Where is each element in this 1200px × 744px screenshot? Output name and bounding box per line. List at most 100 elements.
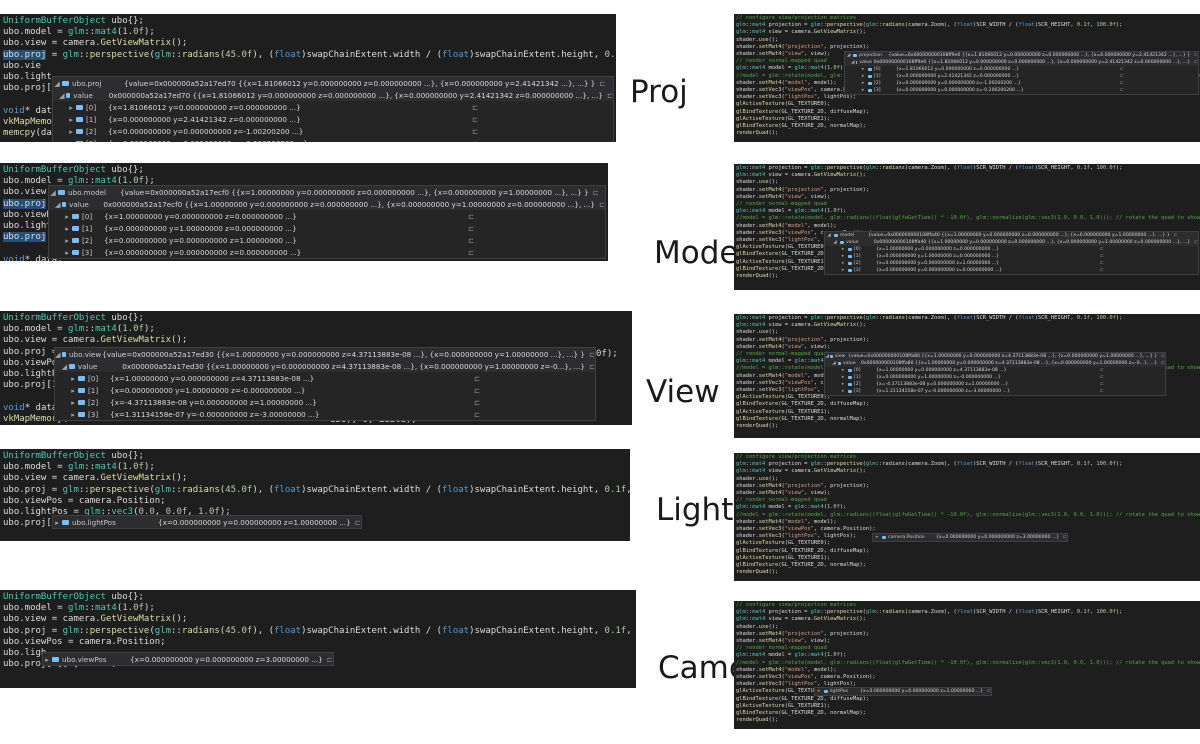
datatip-row[interactable]: ▸[3]{x=0.000000000 y=0.000000000 z=0.000…	[825, 267, 1198, 274]
debug-datatip[interactable]: ◢ubo.proj{value=0x000000a52a17ed70 {{x=1…	[52, 76, 614, 142]
datatip-row[interactable]: ▸[2]{x=0.000000000 y=0.000000000 z=1.000…	[49, 234, 605, 246]
debug-datatip[interactable]: ◢projection{value=0x000000000108ff9e0 {{…	[844, 51, 1199, 95]
pin-icon[interactable]: ⊏	[326, 654, 333, 664]
expand-arrow-icon[interactable]: ▸	[67, 139, 75, 143]
debug-datatip[interactable]: ◢ubo.model{value=0x000000a52a17ecf0 {{x=…	[48, 185, 606, 259]
pin-icon[interactable]: ⊏	[588, 361, 595, 371]
code-editor[interactable]: UniformBufferObject ubo{};ubo.model = gl…	[0, 311, 632, 425]
datatip-row[interactable]: ◢view{value=0x000000000108ffa80 {{x=1.00…	[825, 353, 1165, 360]
code-editor[interactable]: UniformBufferObject ubo{};ubo.model = gl…	[0, 449, 630, 531]
expand-arrow-icon[interactable]: ▸	[65, 223, 69, 233]
datatip-row[interactable]: ▸ubo.viewPos{x=0.000000000 y=0.000000000…	[43, 653, 333, 665]
expand-arrow-icon[interactable]: ▸	[841, 268, 845, 273]
datatip-row[interactable]: ▸[0]{x=1.00000000 y=0.000000000 z=0.0000…	[49, 210, 605, 222]
collapse-arrow-icon[interactable]: ◢	[55, 349, 61, 359]
expand-arrow-icon[interactable]: ▸	[841, 389, 845, 394]
datatip-row[interactable]: ▸[2]{x=-4.37113883e-08 y=0.000000000 z=1…	[55, 396, 595, 408]
expand-arrow-icon[interactable]: ▸	[841, 247, 845, 252]
pin-icon[interactable]: ⊏	[468, 211, 475, 221]
pin-icon[interactable]: ⊏	[598, 199, 605, 209]
pin-icon[interactable]: ⊏	[1100, 389, 1104, 394]
pin-icon[interactable]: ⊏	[1100, 375, 1104, 380]
pin-icon[interactable]: ⊏	[468, 235, 475, 245]
expand-arrow-icon[interactable]: ▸	[71, 385, 75, 395]
datatip-row[interactable]: ▸[1]{x=0.000000000 y=2.41421342 z=0.0000…	[53, 113, 613, 125]
datatip-row[interactable]: ▸[1]{x=0.000000000 y=1.00000000 z=0.0000…	[49, 222, 605, 234]
debug-datatip[interactable]: ▸lightPos{x=0.000000000 y=0.000000000 z=…	[814, 687, 993, 696]
expand-arrow-icon[interactable]: ▸	[861, 67, 865, 72]
collapse-arrow-icon[interactable]: ◢	[833, 240, 837, 245]
collapse-arrow-icon[interactable]: ◢	[851, 60, 855, 65]
pin-icon[interactable]: ⊏	[987, 689, 992, 694]
pin-icon[interactable]: ⊏	[1120, 88, 1124, 93]
expand-arrow-icon[interactable]: ▸	[71, 397, 75, 407]
datatip-row[interactable]: ▸[2]{x=0.000000000 y=0.000000000 z=-1.00…	[53, 125, 613, 137]
pin-icon[interactable]: ⊏	[1194, 240, 1198, 245]
debug-datatip[interactable]: ◢model{value=0x000000000108ffa40 {{x=1.0…	[824, 231, 1199, 275]
datatip-row[interactable]: ◢ubo.proj{value=0x000000a52a17ed70 {{x=1…	[53, 77, 613, 89]
collapse-arrow-icon[interactable]: ◢	[61, 361, 68, 371]
pin-icon[interactable]: ⊏	[1194, 60, 1198, 65]
pin-icon[interactable]: ⊏	[1161, 361, 1165, 366]
expand-arrow-icon[interactable]: ▸	[861, 81, 865, 86]
pin-icon[interactable]: ⊏	[606, 90, 613, 100]
collapse-arrow-icon[interactable]: ◢	[59, 90, 65, 100]
pin-icon[interactable]: ⊏	[1120, 74, 1124, 79]
datatip-row[interactable]: ◢ubo.model{value=0x000000a52a17ecf0 {{x=…	[49, 186, 605, 198]
datatip-row[interactable]: ▸lightPos{x=0.000000000 y=0.000000000 z=…	[815, 688, 991, 695]
code-editor[interactable]: glm::mat4 projection = glm::perspective(…	[734, 164, 1200, 281]
pin-icon[interactable]: ⊏	[472, 139, 478, 143]
datatip-row[interactable]: ◢model{value=0x000000000108ffa40 {{x=1.0…	[825, 232, 1198, 239]
pin-icon[interactable]: ⊏	[592, 187, 599, 197]
pin-icon[interactable]: ⊏	[1100, 382, 1104, 387]
datatip-row[interactable]: ▸[3]{x=0.000000000 y=0.000000000 z=0.000…	[49, 246, 605, 258]
pin-icon[interactable]: ⊏	[474, 385, 481, 395]
expand-arrow-icon[interactable]: ▸	[71, 409, 75, 419]
expand-arrow-icon[interactable]: ▸	[861, 74, 865, 79]
pin-icon[interactable]: ⊏	[1063, 535, 1068, 540]
expand-arrow-icon[interactable]: ▸	[65, 235, 69, 245]
debug-datatip[interactable]: ▸camera.Position{x=0.000000000 y=0.00000…	[872, 533, 1069, 542]
expand-arrow-icon[interactable]: ▸	[69, 126, 73, 136]
pin-icon[interactable]: ⊏	[1173, 233, 1178, 238]
datatip-row[interactable]: ▸[3]{x=0.000000000 y=0.000000000 z=-0.20…	[53, 137, 613, 142]
pin-icon[interactable]: ⊏	[474, 397, 481, 407]
debug-datatip[interactable]: ▸ubo.viewPos{x=0.000000000 y=0.000000000…	[42, 652, 334, 666]
expand-arrow-icon[interactable]: ▸	[55, 517, 59, 527]
pin-icon[interactable]: ⊏	[1100, 261, 1104, 266]
datatip-row[interactable]: ◢projection{value=0x000000000108ff9e0 {{…	[845, 52, 1198, 59]
expand-arrow-icon[interactable]: ▸	[841, 254, 845, 259]
expand-arrow-icon[interactable]: ▸	[69, 102, 73, 112]
code-editor[interactable]: UniformBufferObject ubo{};ubo.model = gl…	[0, 590, 636, 672]
collapse-arrow-icon[interactable]: ◢	[50, 187, 56, 197]
expand-arrow-icon[interactable]: ▸	[841, 382, 845, 387]
datatip-row[interactable]: ▸[0]{x=1.00000000 y=0.000000000 z=4.3711…	[825, 367, 1165, 374]
datatip-row[interactable]: ▸[1]{x=0.000000000 y=2.41421342 z=0.0000…	[845, 73, 1198, 80]
pin-icon[interactable]: ⊏	[468, 223, 475, 233]
pin-icon[interactable]: ⊏	[588, 349, 595, 359]
expand-arrow-icon[interactable]: ▸	[841, 368, 845, 373]
expand-arrow-icon[interactable]: ▸	[875, 535, 879, 540]
datatip-row[interactable]: ◢ubo.view{value=0x000000a52a17ed30 {{x=1…	[55, 348, 595, 360]
pin-icon[interactable]: ⊏	[1120, 67, 1124, 72]
expand-arrow-icon[interactable]: ▸	[841, 261, 845, 266]
pin-icon[interactable]: ⊏	[1161, 354, 1166, 359]
debug-datatip[interactable]: ◢ubo.view{value=0x000000a52a17ed30 {{x=1…	[54, 347, 596, 421]
pin-icon[interactable]: ⊏	[599, 78, 606, 88]
expand-arrow-icon[interactable]: ▸	[65, 247, 69, 257]
collapse-arrow-icon[interactable]: ◢	[846, 53, 851, 58]
datatip-row[interactable]: ▸[0]{x=1.00000000 y=0.000000000 z=0.0000…	[825, 246, 1198, 253]
pin-icon[interactable]: ⊏	[1100, 268, 1104, 273]
pin-icon[interactable]: ⊏	[1100, 368, 1104, 373]
datatip-row[interactable]: ▸[1]{x=0.000000000 y=1.00000000 z=-0.000…	[55, 384, 595, 396]
expand-arrow-icon[interactable]: ▸	[45, 654, 49, 664]
expand-arrow-icon[interactable]: ▸	[817, 689, 821, 694]
pin-icon[interactable]: ⊏	[1194, 53, 1198, 58]
pin-icon[interactable]: ⊏	[474, 373, 481, 383]
